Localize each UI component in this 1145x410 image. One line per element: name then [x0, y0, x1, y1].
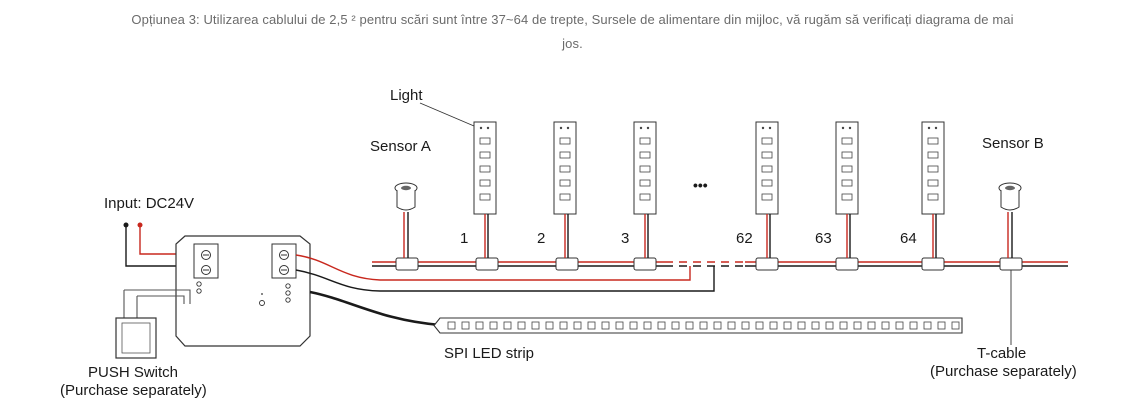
- strip-led-chip: [783, 321, 792, 330]
- strip-led-chip: [489, 321, 498, 330]
- push-switch-note: (Purchase separately): [60, 382, 207, 399]
- strip-led-chip: [601, 321, 610, 330]
- light-fixture-3: [633, 121, 657, 258]
- light-fixture-63: [835, 121, 859, 258]
- light-number-64: 64: [900, 230, 917, 247]
- strip-led-chip: [741, 321, 750, 330]
- light-label-pointer: [419, 102, 475, 127]
- strip-led-chip: [545, 321, 554, 330]
- strip-led-chip: [769, 321, 778, 330]
- strip-led-chip: [755, 321, 764, 330]
- strip-led-chip: [657, 321, 666, 330]
- sensor-b-icon: [998, 182, 1022, 258]
- caption-line-1: Opțiunea 3: Utilizarea cablului de 2,5 ²…: [131, 12, 1014, 27]
- strip-led-chip: [811, 321, 820, 330]
- power-input-terminals: [123, 222, 197, 267]
- light-fixture-62: [755, 121, 779, 258]
- strip-led-chip: [797, 321, 806, 330]
- strip-led-chip: [685, 321, 694, 330]
- strip-led-chip: [461, 321, 470, 330]
- push-switch-label: PUSH Switch: [88, 364, 178, 381]
- strip-led-chips: [447, 321, 960, 330]
- strip-led-chip: [615, 321, 624, 330]
- strip-led-chip: [909, 321, 918, 330]
- strip-led-chip: [699, 321, 708, 330]
- light-label: Light: [390, 87, 423, 104]
- light-fixture-1: [473, 121, 497, 258]
- strip-led-chip: [867, 321, 876, 330]
- sensor-a-icon: [394, 182, 418, 258]
- strip-led-chip: [853, 321, 862, 330]
- light-number-3: 3: [621, 230, 629, 247]
- strip-led-chip: [447, 321, 456, 330]
- light-fixture-2: [553, 121, 577, 258]
- strip-led-chip: [727, 321, 736, 330]
- strip-led-chip: [671, 321, 680, 330]
- spi-strip-label: SPI LED strip: [444, 345, 534, 362]
- light-number-1: 1: [460, 230, 468, 247]
- caption-line-2: jos.: [562, 36, 583, 51]
- t-connectors: [395, 257, 1023, 271]
- diagram-caption: Opțiunea 3: Utilizarea cablului de 2,5 ²…: [0, 8, 1145, 56]
- strip-led-chip: [839, 321, 848, 330]
- input-label: Input: DC24V: [104, 195, 194, 212]
- t-cable-note: (Purchase separately): [930, 363, 1077, 380]
- strip-led-chip: [587, 321, 596, 330]
- push-switch-icon: [115, 289, 191, 359]
- light-number-63: 63: [815, 230, 832, 247]
- sensor-a-label: Sensor A: [370, 138, 431, 155]
- strip-led-chip: [559, 321, 568, 330]
- strip-led-chip: [503, 321, 512, 330]
- strip-led-chip: [825, 321, 834, 330]
- strip-led-chip: [517, 321, 526, 330]
- controller-box: [175, 235, 311, 347]
- strip-led-chip: [629, 321, 638, 330]
- controller-output-wires: [295, 254, 715, 327]
- strip-led-chip: [643, 321, 652, 330]
- spi-led-strip: [433, 317, 963, 334]
- sensor-b-label: Sensor B: [982, 135, 1044, 152]
- strip-led-chip: [937, 321, 946, 330]
- light-fixture-64: [921, 121, 945, 258]
- light-number-62: 62: [736, 230, 753, 247]
- strip-led-chip: [475, 321, 484, 330]
- strip-led-chip: [951, 321, 960, 330]
- strip-led-chip: [573, 321, 582, 330]
- strip-led-chip: [713, 321, 722, 330]
- strip-led-chip: [531, 321, 540, 330]
- t-cable-label: T-cable: [977, 345, 1026, 362]
- strip-led-chip: [895, 321, 904, 330]
- light-number-2: 2: [537, 230, 545, 247]
- strip-led-chip: [881, 321, 890, 330]
- strip-led-chip: [923, 321, 932, 330]
- ellipsis-mark: •••: [693, 177, 708, 193]
